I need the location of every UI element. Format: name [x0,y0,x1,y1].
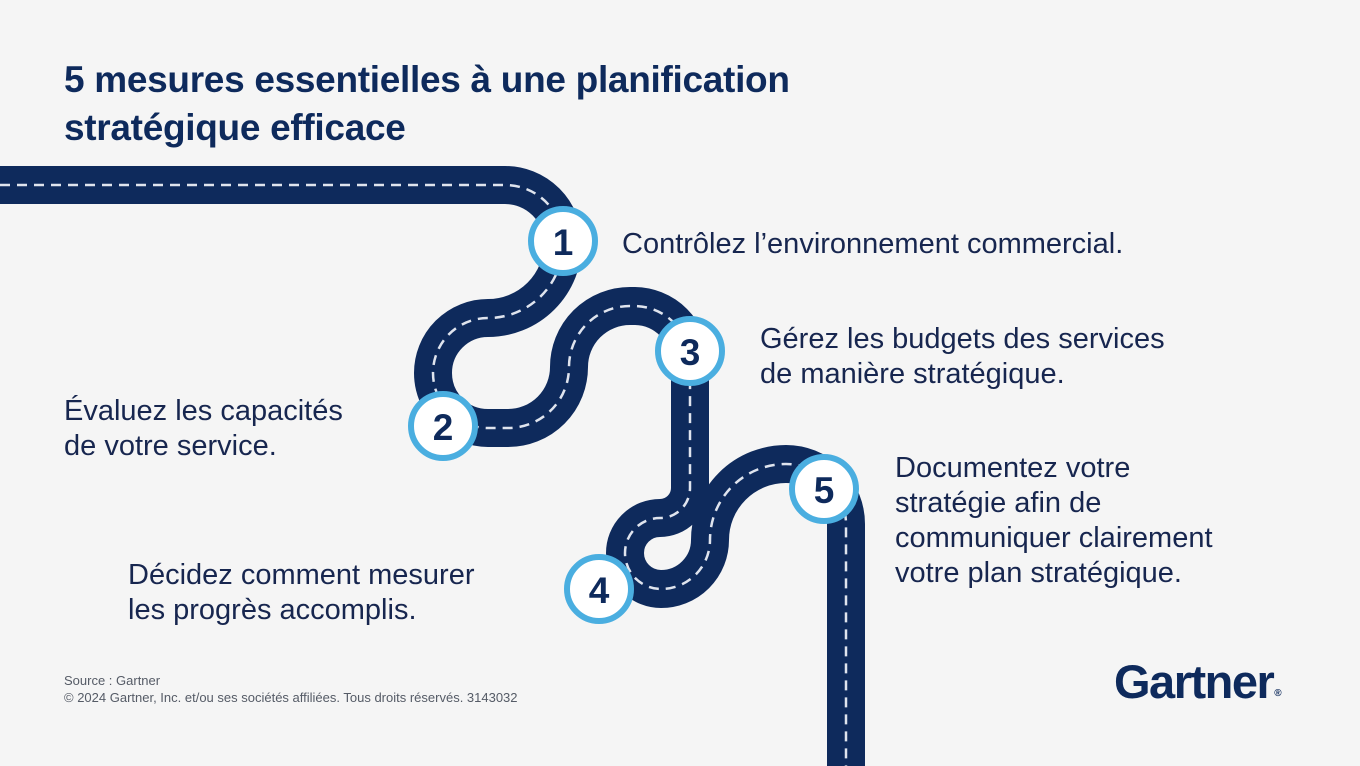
step-4-line-2: les progrès accomplis. [128,594,417,626]
step-4-line-1: Décidez comment mesurer [128,559,475,591]
gartner-logo: Gartner® [1114,654,1282,709]
step-5-text: Documentez votre stratégie afin de commu… [895,451,1213,591]
title-line-2: stratégique efficace [64,107,406,148]
step-3-line-2: de manière stratégique. [760,358,1065,390]
step-2-line-1: Évaluez les capacités [64,395,343,427]
step-marker-4: 4 [564,554,634,624]
step-number-1: 1 [553,222,574,263]
step-4-text: Décidez comment mesurer les progrès acco… [128,558,475,628]
footer: Source : Gartner © 2024 Gartner, Inc. et… [64,672,518,706]
step-marker-5: 5 [789,454,859,524]
step-marker-1: 1 [528,206,598,276]
title-line-1: 5 mesures essentielles à une planificati… [64,59,790,100]
page-title: 5 mesures essentielles à une planificati… [64,56,964,152]
step-number-3: 3 [680,332,701,373]
step-number-4: 4 [589,570,610,611]
step-1-line-1: Contrôlez l’environnement commercial. [622,228,1124,260]
step-number-5: 5 [814,470,835,511]
road-center-dashes [0,183,848,766]
step-2-text: Évaluez les capacités de votre service. [64,394,343,464]
step-5-line-4: votre plan stratégique. [895,557,1182,589]
step-5-line-3: communiquer clairement [895,522,1213,554]
footer-source: Source : Gartner [64,673,161,688]
step-5-line-2: stratégie afin de [895,487,1102,519]
step-marker-3: 3 [655,316,725,386]
step-2-line-2: de votre service. [64,430,277,462]
step-3-line-1: Gérez les budgets des services [760,323,1165,355]
step-marker-2: 2 [408,391,478,461]
step-1-text: Contrôlez l’environnement commercial. [622,227,1123,262]
footer-copyright: © 2024 Gartner, Inc. et/ou ses sociétés … [64,690,518,705]
step-number-2: 2 [433,407,454,448]
logo-text: Gartner [1114,655,1275,708]
step-3-text: Gérez les budgets des services de manièr… [760,322,1165,392]
step-5-line-1: Documentez votre [895,452,1131,484]
registered-mark: ® [1274,688,1282,699]
